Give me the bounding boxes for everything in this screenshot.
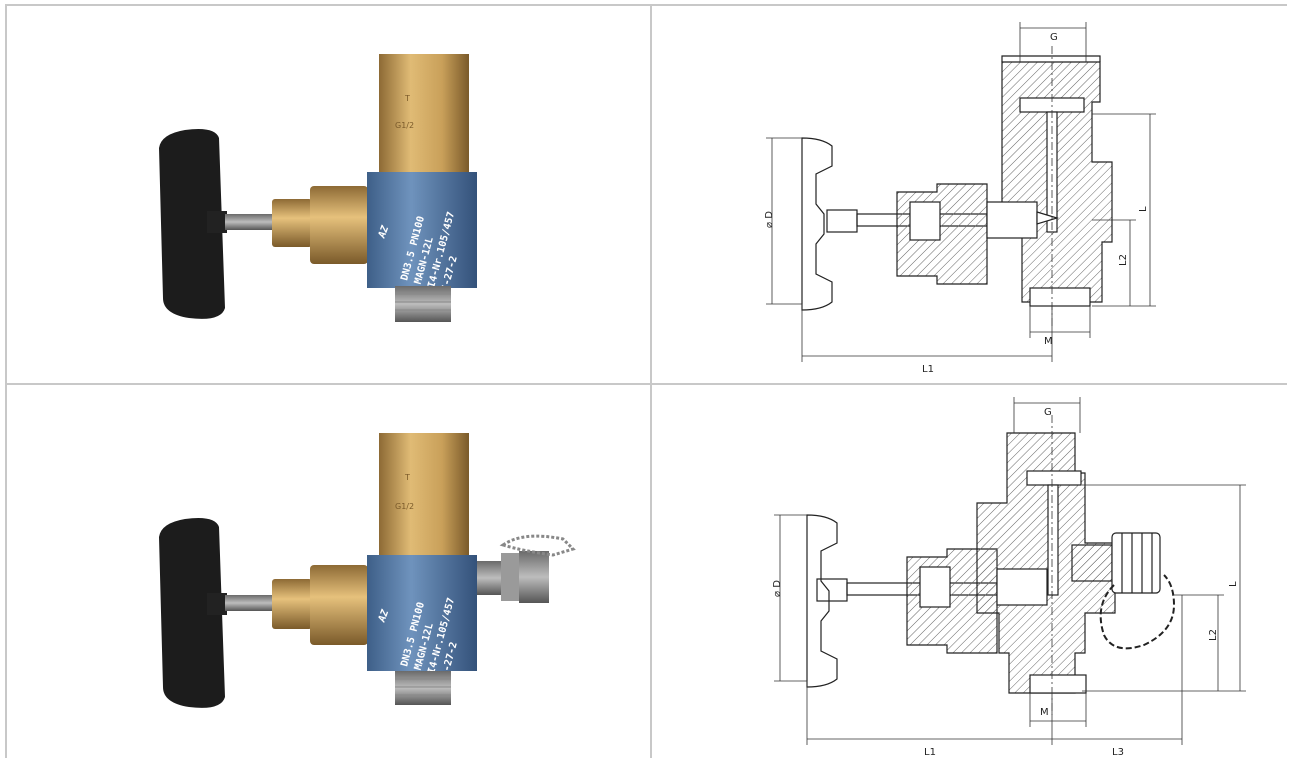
valve-drawing-bottom: G ⌀ D L L2 M L1 L3 [652,385,1291,762]
valve-photo-top-illustration: T G1/2 AZ DN3.5 PN100 MAGN-12L I4-Nr.105… [159,54,477,322]
dim-m-label-b: M [1040,707,1049,718]
brand-logo: AZ [376,224,391,241]
valve-drawing-top: G ⌀ D L L2 M L1 [652,6,1291,383]
dim-l2-label-b: L2 [1208,629,1219,641]
dim-g-label-b: G [1044,407,1052,418]
dim-l2-label: L2 [1118,254,1129,266]
product-grid: T G1/2 AZ DN3.5 PN100 MAGN-12L I4-Nr.105… [5,4,1291,762]
dim-g-label: G [1050,32,1058,43]
valve-photo-top: T G1/2 AZ DN3.5 PN100 MAGN-12L I4-Nr.105… [7,6,650,383]
handwheel-shape [159,129,225,319]
dim-l-label: L [1138,206,1149,212]
top-fitting-text-2: G1/2 [395,121,414,130]
valve-drawing-top-illustration: G ⌀ D L L2 M L1 [764,22,1156,375]
dim-d-label-b: ⌀ D [772,580,783,597]
top-fitting-text-1b: T [404,473,410,482]
dim-l-label-b: L [1228,581,1239,587]
valve-photo-bottom: T G1/2 AZ DN3.5 PN100 MAGN-12L I4-Nr.105… [7,385,650,762]
valve-photo-bottom-illustration: T G1/2 AZ DN3.5 PN100 MAGN-12L I4-Nr.105… [159,433,576,708]
valve-drawing-bottom-illustration: G ⌀ D L L2 M L1 L3 [772,397,1246,758]
dim-l1-label-b: L1 [924,747,936,758]
dim-l1-label: L1 [922,364,934,375]
top-fitting-text-2b: G1/2 [395,502,414,511]
top-fitting-text-1: T [404,94,410,103]
brand-logo-b: AZ [376,608,391,625]
dim-d-label: ⌀ D [764,211,775,228]
dim-l3-label-b: L3 [1112,747,1124,758]
dim-m-label: M [1044,336,1053,347]
